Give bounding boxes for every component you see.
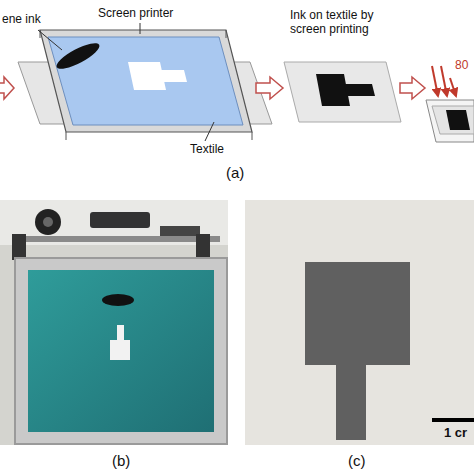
scale-label: 1 cr [444, 425, 467, 441]
hot-plate [426, 100, 474, 142]
part-label: Textile [190, 142, 224, 156]
leader-line [38, 30, 62, 50]
panel-label: (b) [112, 452, 130, 470]
step-arrow [256, 77, 283, 99]
part-label: Screen printer [98, 6, 173, 20]
printed-electrode [336, 364, 366, 440]
screen-mesh [48, 37, 243, 125]
heat-arrow [441, 66, 447, 96]
printed-pattern [316, 74, 350, 106]
ink-blob [54, 39, 103, 74]
panel-label: (c) [348, 452, 366, 470]
heat-arrow [432, 66, 438, 96]
knob [35, 209, 61, 235]
stencil-opening [110, 340, 130, 360]
fabric-photo [245, 200, 474, 445]
step-label: Ink on textile by screen printing [290, 8, 408, 37]
printed-pattern [446, 110, 470, 130]
printed-electrode [305, 262, 410, 365]
textile-sheet [432, 106, 474, 134]
step-arrow [0, 77, 14, 99]
wall [0, 200, 228, 245]
panel-label: (a) [226, 164, 244, 182]
screen-mesh [28, 270, 214, 432]
stencil-opening [117, 325, 124, 340]
stencil-opening [128, 62, 166, 90]
part-label: ene ink [2, 12, 41, 26]
heat-arrow [450, 78, 456, 96]
temperature-label: 80 [455, 58, 468, 72]
leader-line [140, 23, 141, 34]
squeegee-holder [90, 212, 150, 228]
stencil-opening [160, 70, 187, 82]
scale-bar [432, 418, 474, 422]
screen-frame [15, 258, 227, 444]
textile-sheet [284, 62, 401, 122]
step-arrow [400, 77, 425, 99]
screen-frame [40, 30, 252, 132]
leader-line [205, 122, 214, 141]
photo-background [0, 200, 228, 445]
printed-pattern [344, 84, 375, 96]
ink-blob [102, 294, 134, 306]
rail [20, 236, 220, 242]
